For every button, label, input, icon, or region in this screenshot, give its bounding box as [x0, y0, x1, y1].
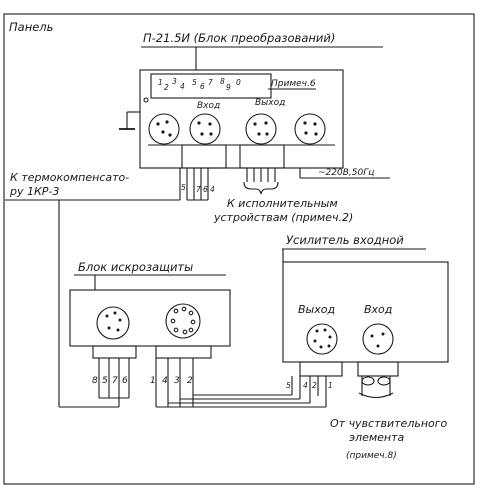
- thermo-label-1: К термокомпенсато-: [10, 171, 129, 184]
- power-label: ~220В,50Гц: [318, 168, 374, 178]
- diagram-frame: [3, 13, 475, 485]
- svg-text:5: 5: [286, 381, 291, 390]
- svg-text:6: 6: [200, 82, 205, 91]
- svg-text:5: 5: [102, 376, 108, 386]
- converter-digit-strip: [150, 73, 272, 99]
- svg-text:5: 5: [192, 78, 197, 87]
- converter-connector-2: [189, 113, 221, 145]
- amplifier-output-connector: [306, 323, 338, 355]
- spark-protection-block: Блок искрозащиты: [59, 260, 231, 408]
- amplifier-output-label: Выход: [298, 303, 335, 316]
- svg-text:1: 1: [158, 78, 163, 87]
- svg-text:5: 5: [181, 183, 186, 192]
- svg-text:6: 6: [203, 185, 208, 194]
- sensor-label-2: элемента: [349, 431, 405, 444]
- svg-text:8: 8: [92, 376, 98, 386]
- svg-text:3: 3: [174, 376, 180, 386]
- amplifier-input-connector: [362, 323, 394, 355]
- ground-symbol: [119, 111, 140, 130]
- svg-text:6: 6: [122, 376, 128, 386]
- svg-text:1: 1: [150, 376, 156, 386]
- spark-title: Блок искрозащиты: [78, 260, 193, 274]
- svg-text:7: 7: [208, 78, 213, 87]
- converter-output-label: Выход: [255, 98, 285, 108]
- svg-text:4: 4: [180, 82, 185, 91]
- converter-connector-1: [148, 113, 180, 145]
- svg-text:4: 4: [303, 381, 308, 390]
- converter-socket-base-2: [239, 144, 285, 169]
- svg-text:9: 9: [226, 83, 231, 92]
- amplifier-title: Усилитель входной: [286, 233, 404, 247]
- sensor-note: (примеч.8): [346, 451, 397, 461]
- svg-text:1: 1: [328, 381, 333, 390]
- svg-text:2: 2: [187, 376, 193, 386]
- converter-note: Примеч.6: [271, 79, 316, 89]
- spark-body: [69, 289, 231, 347]
- thermo-label-2: ру 1КР-3: [9, 185, 59, 198]
- spark-connector-left: [96, 306, 130, 340]
- converter-title: П-21.5И (Блок преобразований): [143, 31, 335, 45]
- converter-connector-4: [294, 113, 326, 145]
- converter-socket-base-1: [181, 144, 227, 169]
- svg-text:3: 3: [172, 77, 177, 86]
- converter-connector-3: [245, 113, 277, 145]
- svg-text:7: 7: [196, 185, 201, 194]
- amplifier-block: Усилитель входной Выход Вход 5: [282, 233, 449, 407]
- amplifier-input-label: Вход: [364, 303, 392, 316]
- svg-text:2: 2: [164, 83, 169, 92]
- svg-text:0: 0: [236, 78, 241, 87]
- converter-input-label: Вход: [197, 101, 220, 111]
- sensor-label-1: От чувствительного: [330, 417, 448, 430]
- converter-block: П-21.5И (Блок преобразований) 1 2 3 4 5 …: [5, 31, 390, 201]
- svg-text:8: 8: [220, 77, 225, 86]
- svg-text:4: 4: [162, 376, 168, 386]
- converter-digits: 1 2 3 4 5 6 7 8 9 0: [158, 77, 241, 92]
- actuators-label-2: устройствам (примеч.2): [213, 211, 353, 224]
- svg-text:7: 7: [112, 376, 118, 386]
- svg-text:4: 4: [210, 185, 215, 194]
- panel-label: Панель: [9, 20, 53, 34]
- spark-connector-right: [165, 303, 201, 339]
- svg-text:2: 2: [312, 381, 317, 390]
- actuators-label-1: К исполнительным: [227, 197, 338, 210]
